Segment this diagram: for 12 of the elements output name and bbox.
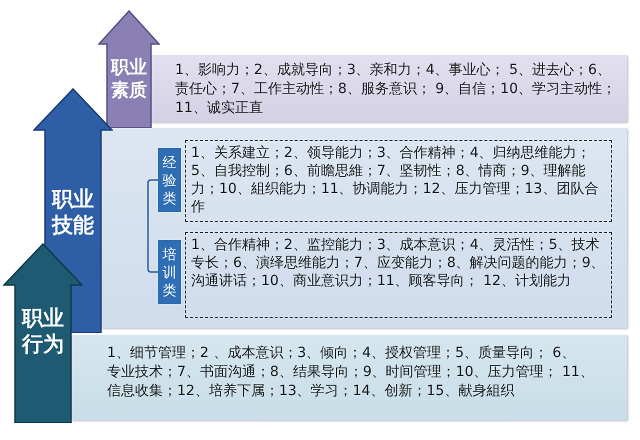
panel-background [151,55,627,122]
item-list: 1、细节管理；2 、成本意识；3、倾向；4、授权管理；5、质量导向； 6、专业技术；7、书面沟通；8、结果导向；9、时间管理；10、压力管理； 11、信息收集；12、培养下属；13、学习；14、创新；15、献身組织 [107,344,622,401]
panel-background [101,128,627,328]
category-tab: 经验类 [158,148,181,212]
panel-background [71,335,627,420]
item-list-box: 1、合作精神；2、监控能力；3、成本意识；4、灵活性；5、技术专长；6、演绎思维能力；7、应变能力；8、解决问题的能力；9、沟通讲话；10、商业意识力；11、顾客导向； 12、计划能力 [185,232,612,318]
arrow-label: 职业行为 [20,305,65,357]
item-list: 1、影响力；2、成就导向；3、亲和力；4、事业心； 5、进去心；6、责任心；7、工作主动性；8、服务意识； 9、自信；10、学习主动性；11、诚实正直 [175,61,620,118]
item-list-box: 1、关系建立；2、领导能力；3、合作精神；4、归纳思维能力；5、自我控制；6、前瞻思維；7、坚韧性；8、情商；9、理解能力；10、組织能力；11、协调能力；12、压力管理；13、团队合作 [185,140,612,222]
category-tab: 培训类 [158,240,181,304]
arrow-label: 职业素质 [110,56,148,102]
arrow-label: 职业技能 [50,186,95,238]
